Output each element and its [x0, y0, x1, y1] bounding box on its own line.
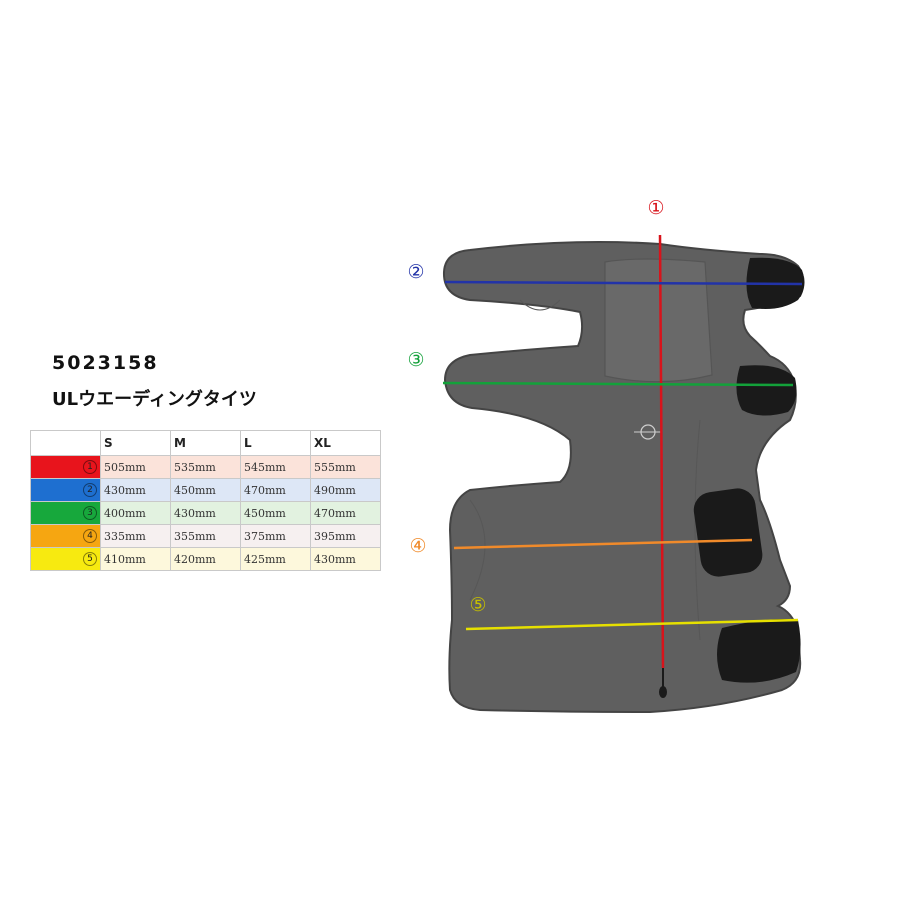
size-value-cell: 335mm: [100, 524, 171, 548]
size-value-cell: 420mm: [170, 547, 241, 571]
brand-logo-icon: [634, 424, 662, 440]
measure-index-badge: 5: [83, 552, 97, 566]
size-value-cell: 555mm: [310, 455, 381, 479]
knee-pad: [693, 488, 763, 577]
seam-line: [469, 499, 486, 601]
measure-label-1: ①: [647, 197, 664, 219]
product-code: 5023158: [52, 352, 159, 374]
measure-color-swatch: 3: [30, 501, 101, 525]
measure-line-1: [658, 234, 665, 669]
size-header-l: L: [240, 430, 311, 456]
seam-line: [519, 299, 561, 311]
size-value-cell: 430mm: [310, 547, 381, 571]
size-value-cell: 505mm: [100, 455, 171, 479]
size-value-cell: 425mm: [240, 547, 311, 571]
size-header-xl: XL: [310, 430, 381, 456]
measure-line-2: [444, 280, 803, 286]
size-value-cell: 545mm: [240, 455, 311, 479]
front-panel: [604, 258, 713, 383]
measure-label-2: ②: [407, 261, 424, 283]
measure-label-4: ④: [409, 535, 426, 557]
measure-line-5: [465, 618, 799, 631]
measure-label-3: ③: [407, 349, 424, 371]
size-value-cell: 470mm: [310, 501, 381, 525]
measure-index-badge: 3: [83, 506, 97, 520]
size-value-cell: 410mm: [100, 547, 171, 571]
measure-line-4: [453, 538, 753, 550]
measure-index-badge: 2: [83, 483, 97, 497]
size-value-cell: 400mm: [100, 501, 171, 525]
size-value-cell: 490mm: [310, 478, 381, 502]
measure-label-5: ⑤: [469, 594, 486, 616]
foot-pad-middle: [736, 365, 797, 416]
measure-color-swatch: 5: [30, 547, 101, 571]
product-title-block: 5023158 ULウエーディングタイツ: [52, 350, 257, 414]
size-value-cell: 535mm: [170, 455, 241, 479]
size-header-s: S: [100, 430, 171, 456]
measure-line-3: [442, 381, 794, 387]
size-value-cell: 470mm: [240, 478, 311, 502]
size-value-cell: 450mm: [170, 478, 241, 502]
size-table-corner: [30, 430, 101, 456]
measure-color-swatch: 1: [30, 455, 101, 479]
size-value-cell: 430mm: [100, 478, 171, 502]
measure-color-swatch: 4: [30, 524, 101, 548]
foot-pad-bottom: [717, 619, 801, 683]
measure-index-badge: 4: [83, 529, 97, 543]
size-value-cell: 450mm: [240, 501, 311, 525]
seam-line: [694, 419, 701, 641]
size-table-header-row: S M L XL: [30, 430, 381, 456]
product-name: ULウエーディングタイツ: [52, 389, 257, 410]
measure-index-badge: 1: [83, 460, 97, 474]
measure-color-swatch: 2: [30, 478, 101, 502]
